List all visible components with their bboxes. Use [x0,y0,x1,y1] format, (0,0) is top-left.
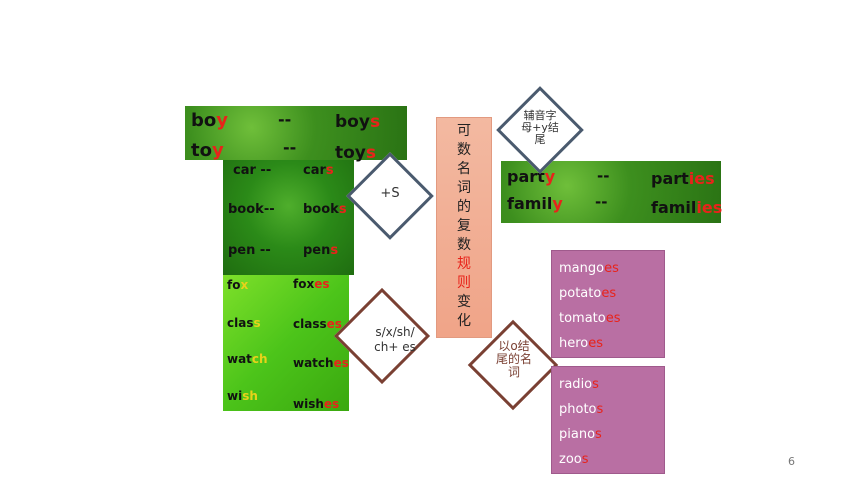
separator: -- [278,110,292,129]
title-char: 化 [457,313,471,329]
word-books: books [303,202,347,217]
title-char: 则 [457,275,471,291]
title-char: 的 [457,199,471,215]
fox-class-image: fox foxes class classes watch watches wi… [223,275,349,411]
word-toy: toy [191,140,224,161]
boy-toy-image: boy -- boys toy -- toys [185,106,407,163]
plural-word-item: pianos [559,427,602,442]
word-family: family [507,194,563,213]
title-char: 词 [457,180,471,196]
word-boys: boys [335,112,381,132]
word-class: class [227,316,261,330]
word-wish: wish [227,389,258,403]
separator: -- [597,167,610,185]
word-suffix: es [604,261,619,276]
rule-o-ending-label: 以o结 尾的名 词 [495,339,532,379]
word-stem: mango [559,261,605,276]
word-wishes: wishes [293,397,340,411]
word-stem: hero [559,336,589,351]
word-suffix: s [596,402,604,417]
word-suffix: es [588,336,604,351]
word-suffix: s [581,452,589,467]
word-stem: photo [559,402,597,417]
title-char: 数 [457,237,471,253]
title-char: 复 [457,218,471,234]
word-suffix: s [595,427,602,442]
word-watch: watch [227,352,268,366]
rule-consonant-y-label: 辅音字 母+y结 尾 [521,109,559,146]
word-car: car -- [233,163,272,178]
word-stem: potato [559,286,602,301]
rule-plus-s-label: +S [380,186,400,201]
word-pen: pen -- [228,243,271,258]
title-char: 可 [457,123,471,139]
plural-word-item: zoos [559,452,589,467]
title-char: 规 [457,256,471,272]
word-stem: tomato [559,311,606,326]
word-fox: fox [227,278,249,292]
word-suffix: s [592,377,599,392]
plural-word-item: tomatoes [559,311,621,326]
word-boy: boy [191,110,228,131]
separator: -- [595,193,608,211]
word-watches: watches [293,356,349,370]
rules-title-box: 可数名词的复数规则变化 [436,117,492,338]
plural-word-item: potatoes [559,286,616,301]
word-pens: pens [303,243,339,258]
title-char: 变 [457,294,471,310]
word-suffix: es [601,286,617,301]
word-suffix: es [605,311,621,326]
word-toys: toys [335,143,377,163]
word-cars: cars [303,163,334,178]
title-char: 数 [457,142,471,158]
page-number: 6 [788,455,795,468]
word-stem: piano [559,427,596,442]
plural-word-item: mangoes [559,261,619,276]
word-stem: zoo [559,452,582,467]
plural-word-item: heroes [559,336,603,351]
word-foxes: foxes [293,277,330,291]
party-family-image: party -- parties family -- families [501,161,723,223]
plural-word-item: radios [559,377,599,392]
rule-sxshch-label: s/x/sh/ ch+ es [374,325,416,354]
car-book-pen-image: car -- cars book-- books pen -- pens [223,160,354,275]
word-party: party [507,167,556,186]
word-families: families [651,198,723,217]
word-stem: radio [559,377,593,392]
title-char: 名 [457,161,471,177]
separator: -- [283,138,297,157]
word-classes: classes [293,317,342,331]
plural-word-item: photos [559,402,603,417]
word-parties: parties [651,169,715,188]
word-book: book-- [228,202,275,217]
